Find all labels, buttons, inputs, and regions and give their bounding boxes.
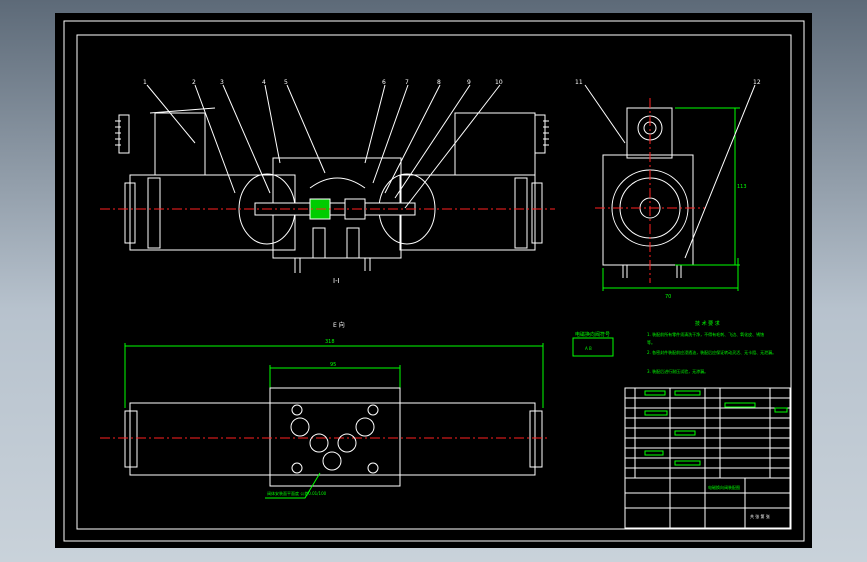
callout-text: 阀体安装面平面度 公差0.01/100 — [267, 490, 327, 496]
section-label: I-I — [333, 277, 340, 285]
part-label-11: 11 — [575, 79, 583, 86]
front-section-view — [100, 84, 555, 273]
side-width-dim: 70 — [665, 294, 671, 300]
svg-text:1. 装配前所有零件须清洗干净，不得有毛刺、飞边、氧化皮、锈: 1. 装配前所有零件须清洗干净，不得有毛刺、飞边、氧化皮、锈蚀 — [647, 331, 764, 337]
part-label-5: 5 — [284, 79, 288, 86]
part-label-3: 3 — [220, 79, 224, 86]
svg-text:3. 装配后进行耐压试验，无渗漏。: 3. 装配后进行耐压试验，无渗漏。 — [647, 368, 708, 374]
stamp-title: 电磁换向阀符号 — [575, 331, 610, 338]
svg-text:技 术 要 求: 技 术 要 求 — [695, 320, 720, 327]
part-label-2: 2 — [192, 79, 196, 86]
sheet-info: 共 张 第 张 — [750, 513, 770, 519]
part-label-12: 12 — [753, 79, 761, 86]
inner-frame — [76, 34, 792, 530]
part-label-1: 1 — [143, 79, 147, 86]
top-view: E 向 318 95 阀体安装面平面度 公差0.01/100 — [100, 321, 550, 499]
part-number-labels: 1 2 3 4 5 6 7 8 9 10 11 12 — [143, 79, 761, 86]
part-label-10: 10 — [495, 79, 503, 86]
drawing-canvas: 1 2 3 4 5 6 7 8 9 10 11 12 I-I 70 113 E … — [63, 20, 805, 542]
part-label-9: 9 — [467, 79, 471, 86]
svg-text:等。: 等。 — [647, 339, 655, 345]
cad-viewport[interactable]: 1 2 3 4 5 6 7 8 9 10 11 12 I-I 70 113 E … — [55, 13, 812, 548]
svg-text:2. 各密封件装配前应浸透油，装配后应保证转动灵活、无卡阻、: 2. 各密封件装配前应浸透油，装配后应保证转动灵活、无卡阻、无泄漏。 — [647, 349, 776, 355]
outer-frame — [63, 20, 805, 542]
technical-requirements: 技 术 要 求 1. 装配前所有零件须清洗干净，不得有毛刺、飞边、氧化皮、锈蚀 … — [572, 320, 776, 374]
overall-length-dim: 318 — [325, 339, 335, 345]
part-label-6: 6 — [382, 79, 386, 86]
part-label-8: 8 — [437, 79, 441, 86]
part-label-7: 7 — [405, 79, 409, 86]
stamp-subtitle: A B — [585, 346, 592, 351]
title-block: 电磁换向阀装配图 共 张 第 张 — [624, 387, 791, 529]
block-width-dim: 95 — [330, 362, 336, 368]
part-label-4: 4 — [262, 79, 266, 86]
side-height-dim: 113 — [737, 184, 747, 190]
view-label: E 向 — [333, 321, 345, 329]
drawing-name: 电磁换向阀装配图 — [708, 484, 740, 490]
side-view: 70 113 — [584, 84, 756, 300]
